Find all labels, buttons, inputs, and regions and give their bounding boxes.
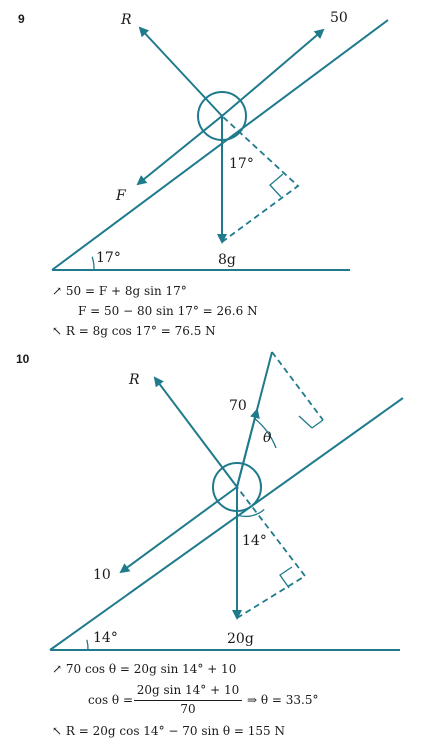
arrow-up-left-icon: ↖	[52, 724, 63, 738]
label-weight-10: 20g	[227, 631, 254, 647]
equation-10-line2-numerator: 20g sin 14° + 10	[136, 683, 240, 697]
incline-angle-arc-9	[91, 256, 95, 271]
equation-10-line1-text: 70 cos θ = 20g sin 14° + 10	[65, 662, 237, 676]
label-mass-angle-10: 14°	[242, 533, 267, 549]
mass-angle-arc-10	[236, 508, 265, 518]
reaction-arrow-9	[138, 26, 223, 117]
equation-10-line2-lhs: cos θ =	[88, 693, 134, 707]
label-force-50: 50	[330, 10, 348, 26]
label-theta: θ	[263, 430, 272, 446]
diagram-10	[49, 351, 404, 651]
force-10-arrow	[119, 486, 238, 574]
label-incline-angle-9: 17°	[96, 250, 121, 266]
equation-10-line2-rhs: ⇒ θ = 33.5°	[247, 693, 319, 707]
incline-line-10	[49, 397, 404, 651]
friction-arrow-9	[136, 115, 223, 186]
equation-9-line2: F = 50 − 80 sin 17° = 26.6 N	[78, 304, 258, 318]
equation-9-line3: ↖ R = 8g cos 17° = 76.5 N	[52, 324, 216, 338]
incline-line-9	[51, 19, 389, 271]
label-reaction-9: R	[120, 12, 132, 28]
component-dashed-weight	[236, 486, 307, 619]
arrow-up-right-icon: ↗	[52, 284, 63, 298]
equation-10-line1: ↗ 70 cos θ = 20g sin 14° + 10	[52, 662, 236, 676]
incline-angle-arc-10	[86, 639, 89, 651]
right-angle-marker-9	[269, 173, 284, 198]
label-reaction-10: R	[128, 372, 140, 388]
problem-10-number: 10	[16, 352, 30, 366]
equation-10-line3-text: R = 20g cos 14° − 70 sin θ = 155 N	[65, 724, 285, 738]
theta-arc	[253, 417, 277, 449]
reaction-arrow-10	[153, 376, 238, 488]
fraction-bar	[134, 700, 242, 701]
equation-9-line1: ↗ 50 = F + 8g sin 17°	[52, 284, 187, 298]
equation-9-line1-text: 50 = F + 8g sin 17°	[65, 284, 187, 298]
equation-10-line3: ↖ R = 20g cos 14° − 70 sin θ = 155 N	[52, 724, 285, 738]
arrow-up-left-icon: ↖	[52, 324, 63, 338]
label-incline-angle-10: 14°	[93, 630, 118, 646]
problem-9-number: 9	[18, 12, 25, 26]
label-force-10: 10	[93, 567, 111, 583]
component-dashed-9	[221, 115, 300, 243]
force-70-arrow-head	[236, 408, 260, 488]
component-dashed-70	[271, 351, 324, 421]
right-angle-marker-70	[298, 415, 313, 429]
equation-9-line3-text: R = 8g cos 17° = 76.5 N	[65, 324, 216, 338]
force-50-arrow	[221, 28, 325, 117]
arrow-up-right-icon: ↗	[52, 662, 63, 676]
diagram-9	[51, 19, 389, 271]
right-angle-marker-10	[279, 566, 293, 589]
label-mass-angle-9: 17°	[229, 156, 254, 172]
right-angle-marker-70b	[311, 419, 324, 429]
label-weight-9: 8g	[218, 252, 236, 268]
label-force-70: 70	[229, 398, 247, 414]
equation-10-line2-denominator: 70	[180, 702, 196, 716]
label-friction-9: F	[115, 188, 127, 204]
